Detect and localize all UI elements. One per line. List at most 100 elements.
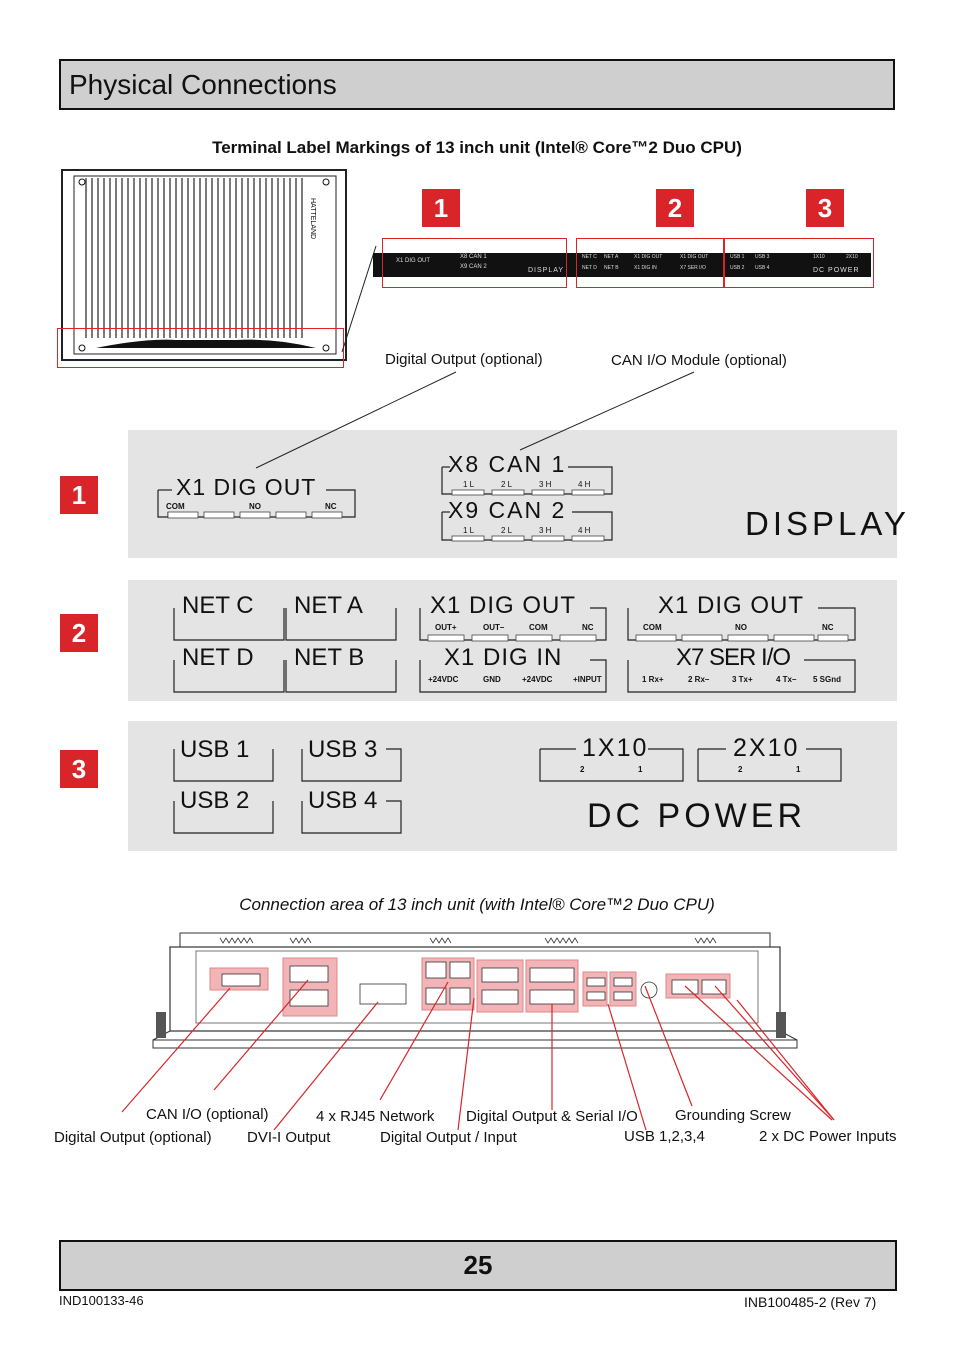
x8-pin-2: 2 L bbox=[501, 480, 513, 489]
x9-pin-3: 3 H bbox=[539, 526, 552, 535]
x9-pin-2: 2 L bbox=[501, 526, 513, 535]
2x10-pin-1: 1 bbox=[796, 765, 801, 774]
dig-in-pin-3: +24VDC bbox=[522, 675, 553, 684]
label-rj45: 4 x RJ45 Network bbox=[316, 1108, 435, 1125]
panel-3-frames bbox=[173, 748, 842, 834]
dig-out-1-title: X1 DIG OUT bbox=[430, 592, 577, 619]
strip-1x10: 1X10 bbox=[813, 254, 825, 260]
strip-ser-io: X7 SER I/O bbox=[680, 265, 706, 271]
ser-pin-4: 4 Tx– bbox=[776, 675, 797, 684]
dig-out-1-pin-4: NC bbox=[582, 623, 594, 632]
1x10-title: 1X10 bbox=[582, 734, 649, 762]
label-grounding-screw: Grounding Screw bbox=[675, 1107, 791, 1124]
dig-out-1-pin-1: OUT+ bbox=[435, 623, 457, 632]
page-header-bar: Physical Connections bbox=[59, 59, 895, 110]
label-digital-output-optional: Digital Output (optional) bbox=[385, 351, 543, 368]
x1-dig-out-title: X1 DIG OUT bbox=[176, 474, 317, 500]
x9-can2-title: X9 CAN 2 bbox=[448, 497, 567, 523]
terminal-strip-preview bbox=[373, 253, 871, 277]
strip-display-label: DISPLAY bbox=[528, 267, 565, 274]
leader-lines-top bbox=[255, 371, 695, 469]
dc-power-label: DC POWER bbox=[587, 797, 806, 835]
x8-can1-title: X8 CAN 1 bbox=[448, 451, 567, 477]
ser-pin-5: 5 SGnd bbox=[813, 675, 842, 684]
dig-out-2-pin-3: NC bbox=[822, 623, 834, 632]
dig-in-pin-2: GND bbox=[483, 675, 501, 684]
device-back-illustration: HATTELAND bbox=[61, 169, 347, 361]
x8-pin-1: 1 L bbox=[463, 480, 475, 489]
strip-dig-in: X1 DIG IN bbox=[634, 265, 657, 271]
x9-pin-1: 1 L bbox=[463, 526, 475, 535]
dig-in-pin-4: +INPUT bbox=[573, 675, 602, 684]
leader-line bbox=[341, 245, 377, 353]
connection-area-illustration bbox=[152, 932, 798, 1049]
page-footer-bar: 25 bbox=[59, 1240, 897, 1291]
label-dig-out-serial: Digital Output & Serial I/O bbox=[466, 1108, 638, 1125]
highlight-box-connection-area bbox=[57, 328, 344, 368]
label-dig-out-input: Digital Output / Input bbox=[380, 1129, 517, 1146]
highlight-box-3 bbox=[724, 238, 874, 288]
label-can-io-optional: CAN I/O (optional) bbox=[146, 1106, 269, 1123]
2x10-pin-2: 2 bbox=[738, 765, 743, 774]
callout-2: 2 bbox=[656, 189, 694, 227]
1x10-pin-2: 2 bbox=[580, 765, 585, 774]
usb-1-label: USB 1 bbox=[180, 736, 250, 763]
strip-usb-3: USB 3 bbox=[755, 254, 770, 260]
label-dc-power-inputs: 2 x DC Power Inputs bbox=[759, 1128, 897, 1145]
strip-dc-power: DC POWER bbox=[813, 267, 860, 274]
x8-pin-4: 4 H bbox=[578, 480, 591, 489]
x9-pin-4: 4 H bbox=[578, 526, 591, 535]
strip-usb-1: USB 1 bbox=[730, 254, 745, 260]
panel-3 bbox=[128, 721, 897, 851]
panel-2-frames bbox=[173, 607, 856, 693]
panel-2-number: 2 bbox=[60, 614, 98, 652]
net-d-label: NET D bbox=[182, 644, 254, 671]
callout-1: 1 bbox=[422, 189, 460, 227]
section-heading: Terminal Label Markings of 13 inch unit … bbox=[212, 138, 742, 157]
ser-io-title: X7 SER I/O bbox=[676, 644, 791, 671]
strip-usb-2: USB 2 bbox=[730, 265, 745, 271]
2x10-title: 2X10 bbox=[733, 734, 800, 762]
panel-3-number: 3 bbox=[60, 750, 98, 788]
dig-in-pin-1: +24VDC bbox=[428, 675, 459, 684]
dig-out-2-title: X1 DIG OUT bbox=[658, 592, 805, 619]
display-label: DISPLAY bbox=[745, 505, 910, 542]
strip-x1-label: X1 DIG OUT bbox=[396, 258, 431, 264]
highlight-box-2 bbox=[576, 238, 724, 288]
label-digital-output-optional-bottom: Digital Output (optional) bbox=[54, 1129, 212, 1146]
ser-pin-1: 1 Rx+ bbox=[642, 675, 664, 684]
strip-2x10: 2X10 bbox=[846, 254, 858, 260]
strip-x8-label: X8 CAN 1 bbox=[460, 254, 487, 260]
strip-dig-out-1: X1 DIG OUT bbox=[634, 254, 663, 260]
page-title: Physical Connections bbox=[69, 69, 337, 100]
ser-pin-2: 2 Rx– bbox=[688, 675, 710, 684]
label-can-io-module: CAN I/O Module (optional) bbox=[611, 352, 787, 369]
dig-out-1-pin-3: COM bbox=[529, 623, 548, 632]
net-a-label: NET A bbox=[294, 592, 363, 619]
label-dvi-output: DVI-I Output bbox=[247, 1129, 331, 1146]
x1-pin-nc: NC bbox=[325, 502, 337, 511]
strip-dig-out-2: X1 DIG OUT bbox=[680, 254, 709, 260]
net-b-label: NET B bbox=[294, 644, 365, 671]
x8-pin-3: 3 H bbox=[539, 480, 552, 489]
strip-net-a: NET A bbox=[604, 254, 619, 260]
panel-1-frames bbox=[157, 466, 613, 542]
page-number: 25 bbox=[463, 1250, 493, 1280]
1x10-pin-1: 1 bbox=[638, 765, 643, 774]
connection-area-caption: Connection area of 13 inch unit (with In… bbox=[239, 895, 715, 914]
strip-x9-label: X9 CAN 2 bbox=[460, 264, 487, 270]
footer-right-code: INB100485-2 (Rev 7) bbox=[744, 1294, 877, 1310]
strip-net-d: NET D bbox=[582, 265, 597, 271]
highlight-box-1 bbox=[382, 238, 567, 288]
x1-pin-no: NO bbox=[249, 502, 261, 511]
callout-3: 3 bbox=[806, 189, 844, 227]
ser-pin-3: 3 Tx+ bbox=[732, 675, 753, 684]
strip-usb-4: USB 4 bbox=[755, 265, 770, 271]
usb-2-label: USB 2 bbox=[180, 787, 250, 814]
strip-net-b: NET B bbox=[604, 265, 619, 271]
dig-in-title: X1 DIG IN bbox=[444, 644, 563, 671]
device-brand: HATTELAND bbox=[309, 198, 316, 239]
panel-1-number: 1 bbox=[60, 476, 98, 514]
dig-out-1-pin-2: OUT– bbox=[483, 623, 505, 632]
label-usb: USB 1,2,3,4 bbox=[624, 1128, 705, 1145]
